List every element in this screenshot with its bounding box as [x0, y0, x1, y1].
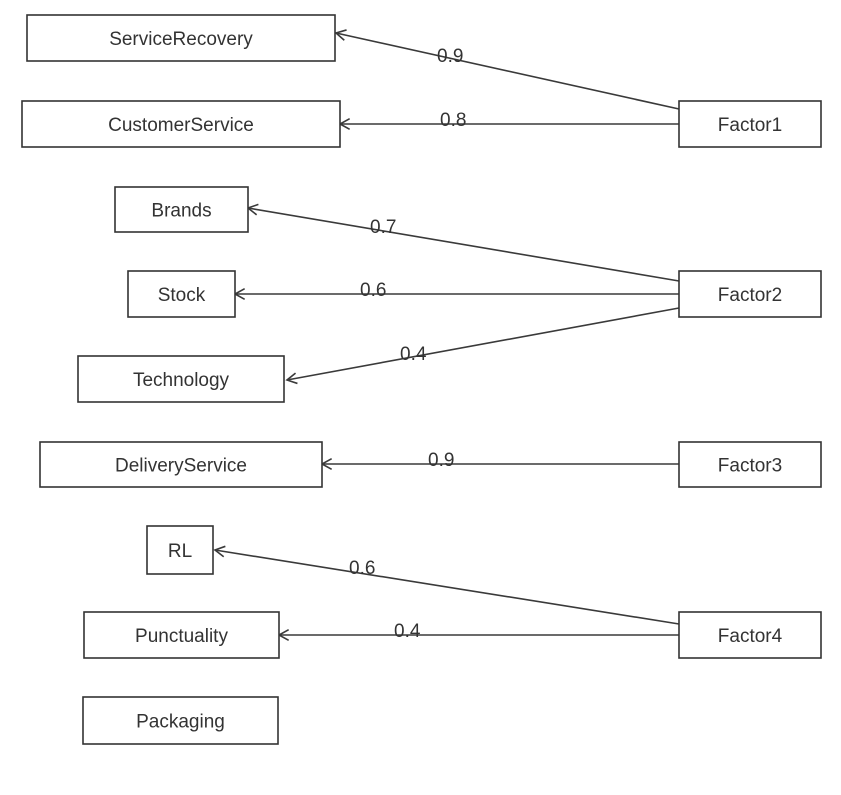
variable-label-brands: Brands [151, 201, 211, 222]
loading-edge-factor2-technology: 0.4 [285, 307, 680, 385]
loading-edge-factor4-rl: 0.6 [213, 545, 680, 625]
factor-node-factor4: Factor4 [678, 611, 822, 659]
loading-value-factor3-deliveryservice: 0.9 [428, 450, 454, 471]
variable-node-stock: Stock [127, 270, 236, 318]
factor-box-factor1 [678, 100, 822, 148]
variable-box-deliveryservice [39, 441, 323, 488]
variable-box-rl [146, 525, 214, 575]
variable-box-packaging [82, 696, 279, 745]
factor-label-factor2: Factor2 [718, 285, 782, 306]
variable-label-customerservice: CustomerService [108, 115, 254, 136]
variable-label-servicerecovery: ServiceRecovery [109, 29, 253, 50]
arrowhead-factor4-rl [213, 545, 226, 558]
variable-label-packaging: Packaging [136, 712, 225, 733]
variable-box-brands [114, 186, 249, 233]
factor-node-factor3: Factor3 [678, 441, 822, 488]
loading-line-factor2-brands [247, 207, 680, 282]
loading-edge-factor4-punctuality: 0.4 [277, 621, 679, 642]
arrowhead-factor2-technology [285, 372, 298, 385]
variable-box-stock [127, 270, 236, 318]
factor-label-factor1: Factor1 [718, 115, 782, 136]
loading-value-factor2-brands: 0.7 [370, 217, 396, 238]
loading-value-factor2-stock: 0.6 [360, 280, 386, 301]
diagram-nodes: ServiceRecoveryCustomerServiceBrandsStoc… [21, 14, 822, 745]
loading-value-factor4-punctuality: 0.4 [394, 621, 421, 642]
loading-value-factor1-servicerecovery: 0.9 [437, 46, 463, 67]
loading-value-factor1-customerservice: 0.8 [440, 110, 466, 131]
variable-label-technology: Technology [133, 370, 230, 391]
variable-node-rl: RL [146, 525, 214, 575]
loading-line-factor2-technology [286, 307, 680, 381]
variable-node-deliveryservice: DeliveryService [39, 441, 323, 488]
loading-edge-factor1-servicerecovery: 0.9 [334, 29, 680, 110]
factor-box-factor2 [678, 270, 822, 318]
variable-box-technology [77, 355, 285, 403]
variable-node-customerservice: CustomerService [21, 100, 341, 148]
factor-node-factor1: Factor1 [678, 100, 822, 148]
loading-edge-factor1-customerservice: 0.8 [338, 110, 679, 131]
loading-line-factor1-servicerecovery [335, 32, 680, 110]
variable-box-customerservice [21, 100, 341, 148]
factor-box-factor4 [678, 611, 822, 659]
loading-edge-factor3-deliveryservice: 0.9 [320, 450, 679, 471]
variable-box-servicerecovery [26, 14, 336, 62]
loading-edge-factor2-stock: 0.6 [233, 280, 679, 301]
arrowhead-factor1-servicerecovery [334, 29, 347, 41]
variable-node-technology: Technology [77, 355, 285, 403]
variable-node-punctuality: Punctuality [83, 611, 280, 659]
factor-node-factor2: Factor2 [678, 270, 822, 318]
factor-label-factor4: Factor4 [718, 626, 783, 647]
variable-box-punctuality [83, 611, 280, 659]
factor-box-factor3 [678, 441, 822, 488]
loading-value-factor2-technology: 0.4 [400, 344, 427, 365]
variable-label-punctuality: Punctuality [135, 626, 228, 647]
variable-label-rl: RL [168, 541, 192, 562]
variable-node-servicerecovery: ServiceRecovery [26, 14, 336, 62]
variable-label-deliveryservice: DeliveryService [115, 456, 247, 477]
loading-edge-factor2-brands: 0.7 [246, 203, 680, 282]
factor-label-factor3: Factor3 [718, 456, 782, 477]
loading-value-factor4-rl: 0.6 [349, 558, 375, 579]
variable-node-packaging: Packaging [82, 696, 279, 745]
loading-line-factor4-rl [214, 549, 680, 625]
variable-node-brands: Brands [114, 186, 249, 233]
variable-label-stock: Stock [158, 285, 206, 306]
